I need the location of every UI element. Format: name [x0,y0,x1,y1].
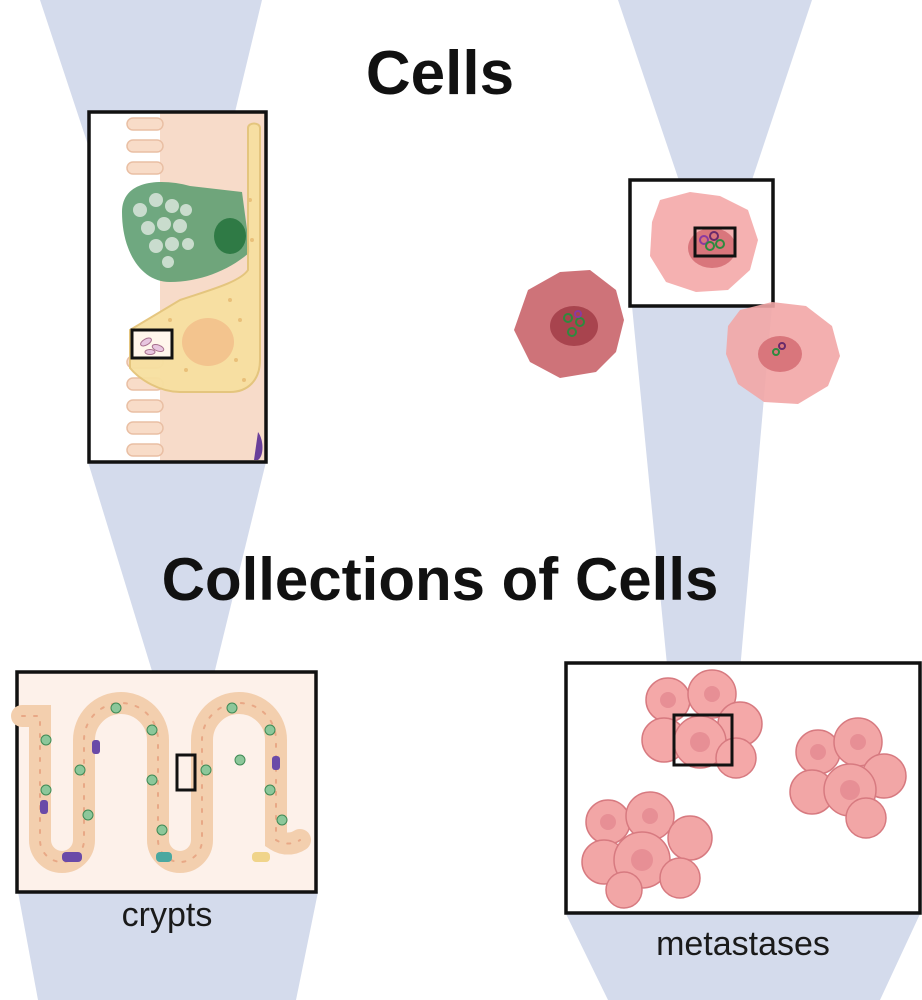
beam-mid-right [632,306,772,716]
goblet-cell-icon [122,182,250,282]
cell-cluster-icon [581,791,713,909]
tumor-cells [514,178,840,404]
caption-metastases: metastases [656,925,830,963]
enterocyte-icon [129,122,261,393]
beam-bottom-left [18,892,318,1000]
crypt-tissue-icon [11,692,311,873]
title-collections-of-cells: Collections of Cells [161,546,719,613]
crypts-panel [11,670,318,894]
epithelium-panel [87,110,268,464]
beam-top-right [618,0,812,228]
metastases-panel [564,661,922,915]
bacteria-icon [140,337,165,355]
tumor-cell-icon [514,270,624,378]
beam-mid-left [88,462,266,756]
cell-cluster-icon [789,717,907,839]
beam-bottom-right [566,914,920,1000]
zoom-beams [18,0,920,1000]
title-cells: Cells [365,39,515,108]
caption-crypts: crypts [121,896,213,934]
tumor-cell-icon [650,192,758,292]
tumor-cell-icon [726,302,840,404]
